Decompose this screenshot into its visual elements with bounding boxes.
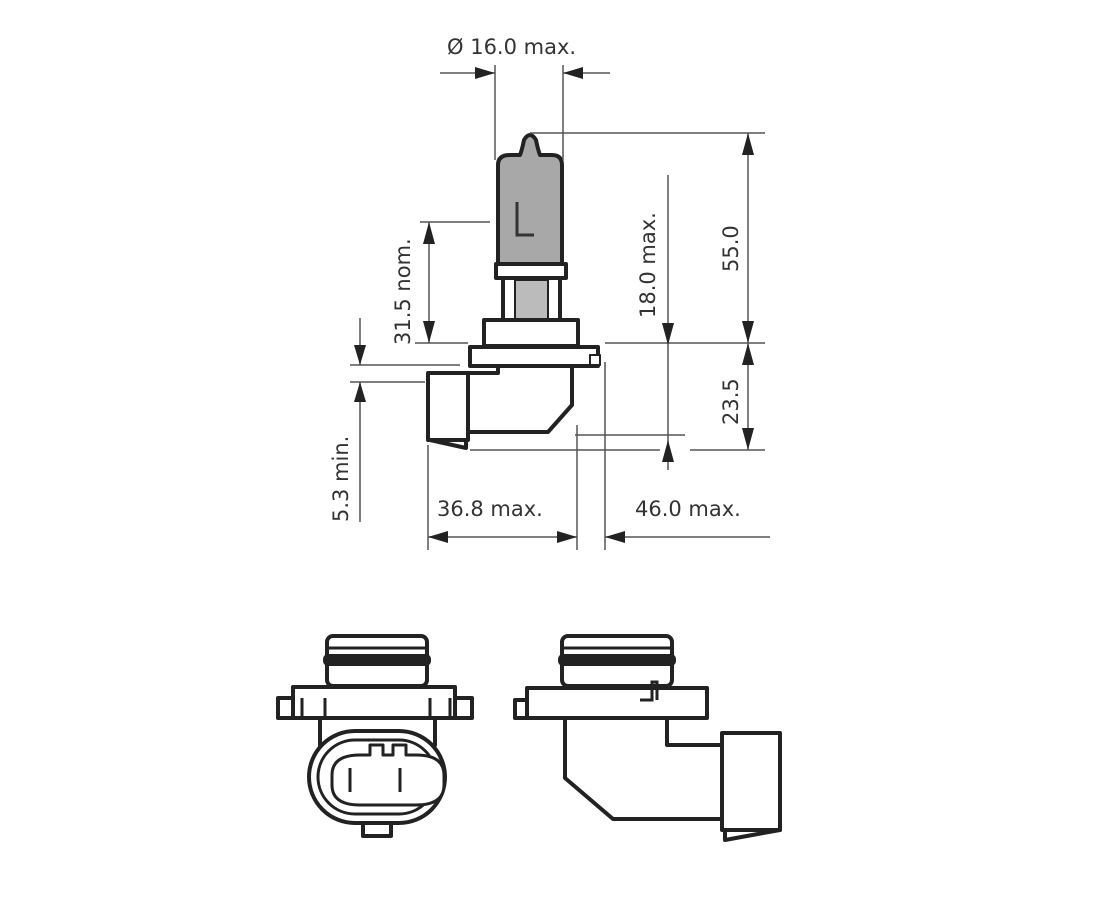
dim-diameter: Ø 16.0 max.	[447, 35, 576, 59]
dim-light-center: 18.0 max.	[636, 212, 660, 318]
plug-tab	[428, 438, 468, 450]
plug-block	[426, 371, 470, 442]
dim-nominal: 31.5 nom.	[391, 238, 415, 345]
dim-width-total: 46.0 max.	[635, 497, 741, 521]
connector-body	[466, 364, 574, 434]
dim-width-front: 36.8 max.	[437, 497, 543, 521]
dim-min-offset: 5.3 min.	[329, 436, 353, 522]
dimension-lines	[350, 65, 770, 550]
base-ring	[482, 318, 580, 348]
inner-stem	[514, 279, 549, 321]
collar	[494, 262, 568, 280]
filament	[515, 202, 534, 237]
dim-overall-height: 55.0	[719, 225, 743, 272]
bulb-side-view	[513, 634, 782, 842]
glass-capsule	[496, 133, 564, 267]
dim-base-height: 23.5	[719, 378, 743, 425]
flange	[468, 345, 600, 368]
bulb-front-view	[276, 634, 474, 838]
flange-key	[589, 354, 601, 366]
bulb-side-elevation	[426, 133, 601, 450]
